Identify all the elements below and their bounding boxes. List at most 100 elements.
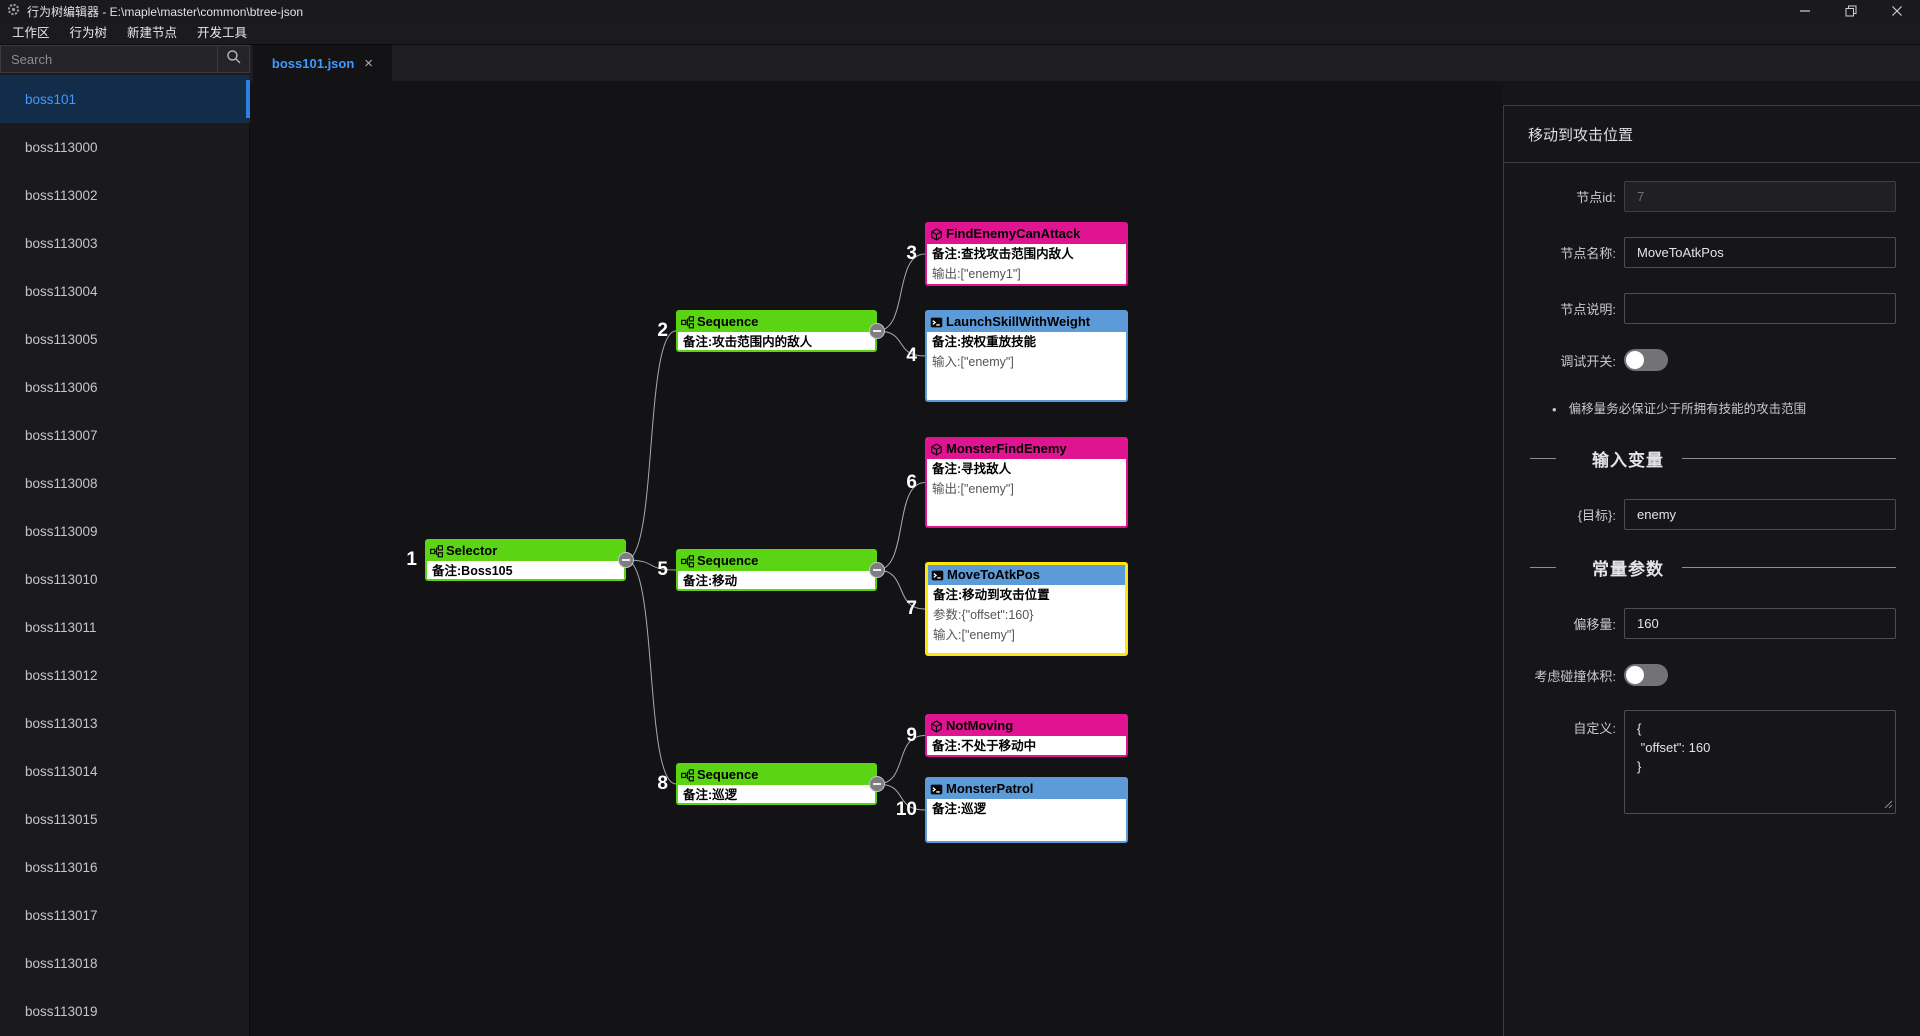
tree-icon xyxy=(681,554,694,568)
offset-field[interactable] xyxy=(1624,608,1896,639)
collapse-toggle[interactable] xyxy=(869,776,885,792)
edge-2-3 xyxy=(876,253,926,332)
edge-layer xyxy=(625,253,926,811)
resize-handle-icon[interactable] xyxy=(1884,796,1893,814)
sidebar-item-boss113002[interactable]: boss113002 xyxy=(25,187,98,203)
close-button[interactable] xyxy=(1874,0,1920,22)
sidebar: boss101 boss113000 boss113002 boss113003 bos… xyxy=(0,45,250,1036)
node-line: 备注:不处于移动中 xyxy=(932,739,1037,753)
minimize-button[interactable] xyxy=(1782,0,1828,22)
restore-button[interactable] xyxy=(1828,0,1874,22)
debug-toggle-label: 调试开关: xyxy=(1560,353,1616,369)
sidebar-item-boss113018[interactable]: boss113018 xyxy=(25,955,98,971)
node-line: 输入:["enemy"] xyxy=(933,628,1015,642)
node-line: 输出:["enemy1"] xyxy=(932,267,1021,281)
window-title: 行为树编辑器 - E:\maple\master\common\btree-js… xyxy=(27,4,304,19)
sidebar-item-boss113013[interactable]: boss113013 xyxy=(25,715,98,731)
collision-toggle-row: 考虑碰撞体积: xyxy=(1504,664,1896,686)
sidebar-item-boss113005[interactable]: boss113005 xyxy=(25,331,98,347)
close-tab-icon[interactable]: × xyxy=(364,54,374,72)
debug-toggle-row: 调试开关: xyxy=(1504,349,1896,371)
sidebar-item-boss101[interactable]: boss101 xyxy=(0,75,250,123)
custom-label: 自定义: xyxy=(1573,721,1616,736)
collapse-toggle[interactable] xyxy=(618,552,634,568)
node-id-field[interactable] xyxy=(1624,181,1896,212)
node-line: 输出:["enemy"] xyxy=(932,482,1014,496)
node-title: Sequence xyxy=(697,553,759,568)
debug-toggle[interactable] xyxy=(1624,349,1668,371)
divider-rule xyxy=(1682,458,1896,459)
sidebar-item-boss113003[interactable]: boss113003 xyxy=(25,235,98,251)
search-input[interactable] xyxy=(1,46,217,72)
menu-item-new-node[interactable]: 新建节点 xyxy=(127,26,178,40)
terminal-icon xyxy=(930,316,943,329)
offset-label: 偏移量: xyxy=(1573,617,1616,632)
sidebar-item-boss113019[interactable]: boss113019 xyxy=(25,1003,98,1019)
custom-json-field[interactable]: { "offset": 160 } xyxy=(1624,710,1896,814)
sidebar-item-boss113006[interactable]: boss113006 xyxy=(25,379,98,395)
toggle-knob xyxy=(1626,351,1644,369)
target-label: {目标}: xyxy=(1577,508,1616,523)
node-number: 5 xyxy=(657,559,668,580)
collapse-toggle[interactable] xyxy=(869,562,885,578)
sidebar-item-boss113010[interactable]: boss113010 xyxy=(25,571,98,587)
toggle-knob xyxy=(1626,666,1644,684)
node-line: 备注:移动到攻击位置 xyxy=(933,588,1050,602)
node-title: Selector xyxy=(446,543,498,558)
node-number: 2 xyxy=(657,320,668,341)
node-title: FindEnemyCanAttack xyxy=(946,226,1081,241)
target-field[interactable] xyxy=(1624,499,1896,530)
sidebar-item-boss113015[interactable]: boss113015 xyxy=(25,811,98,827)
divider-dash xyxy=(1530,458,1556,459)
node-number: 7 xyxy=(906,598,917,619)
window-controls xyxy=(1782,0,1920,22)
node-number: 1 xyxy=(406,549,417,570)
sidebar-item-boss113014[interactable]: boss113014 xyxy=(25,763,98,779)
tree-node-NotMoving[interactable]: NotMoving 备注:不处于移动中 xyxy=(925,714,1128,757)
const-params-title: 常量参数 xyxy=(1592,560,1664,579)
node-desc-field[interactable] xyxy=(1624,293,1896,324)
title-bar: 行为树编辑器 - E:\maple\master\common\btree-js… xyxy=(0,0,1920,22)
edge-5-7 xyxy=(876,569,926,610)
sidebar-item-boss113004[interactable]: boss113004 xyxy=(25,283,98,299)
sidebar-item-boss113017[interactable]: boss113017 xyxy=(25,907,98,923)
tab-boss101-json[interactable]: boss101.json × xyxy=(253,45,392,81)
menu-item-behavior-tree[interactable]: 行为树 xyxy=(69,26,108,40)
collapse-toggle[interactable] xyxy=(869,323,885,339)
cube-icon xyxy=(930,227,943,241)
menu-item-dev-tools[interactable]: 开发工具 xyxy=(197,26,248,40)
collision-toggle[interactable] xyxy=(1624,664,1668,686)
terminal-icon xyxy=(931,569,944,582)
sidebar-item-boss113011[interactable]: boss113011 xyxy=(25,619,97,635)
menu-bar: 工作区 行为树 新建节点 开发工具 xyxy=(0,22,1920,45)
node-desc-row: 节点说明: xyxy=(1504,293,1896,324)
search-bar xyxy=(0,45,250,73)
sidebar-item-boss113009[interactable]: boss113009 xyxy=(25,523,98,539)
sidebar-item-boss113016[interactable]: boss113016 xyxy=(25,859,98,875)
sidebar-item-boss113008[interactable]: boss113008 xyxy=(25,475,98,491)
node-line: 备注:按权重放技能 xyxy=(932,335,1037,349)
search-icon xyxy=(226,49,241,69)
sidebar-item-boss113000[interactable]: boss113000 xyxy=(25,139,98,155)
search-button[interactable] xyxy=(217,46,249,72)
sidebar-item-boss113012[interactable]: boss113012 xyxy=(25,667,98,683)
offset-note-text: 偏移量务必保证少于所拥有技能的攻击范围 xyxy=(1568,402,1807,416)
node-name-field[interactable] xyxy=(1624,237,1896,268)
node-id-label: 节点id: xyxy=(1576,190,1616,205)
sidebar-item-boss113007[interactable]: boss113007 xyxy=(25,427,98,443)
node-number: 9 xyxy=(906,724,917,746)
node-name-label: 节点名称: xyxy=(1560,246,1616,261)
menu-item-workspace[interactable]: 工作区 xyxy=(12,26,50,40)
node-desc-label: 节点说明: xyxy=(1560,302,1616,317)
node-title: NotMoving xyxy=(946,718,1014,733)
